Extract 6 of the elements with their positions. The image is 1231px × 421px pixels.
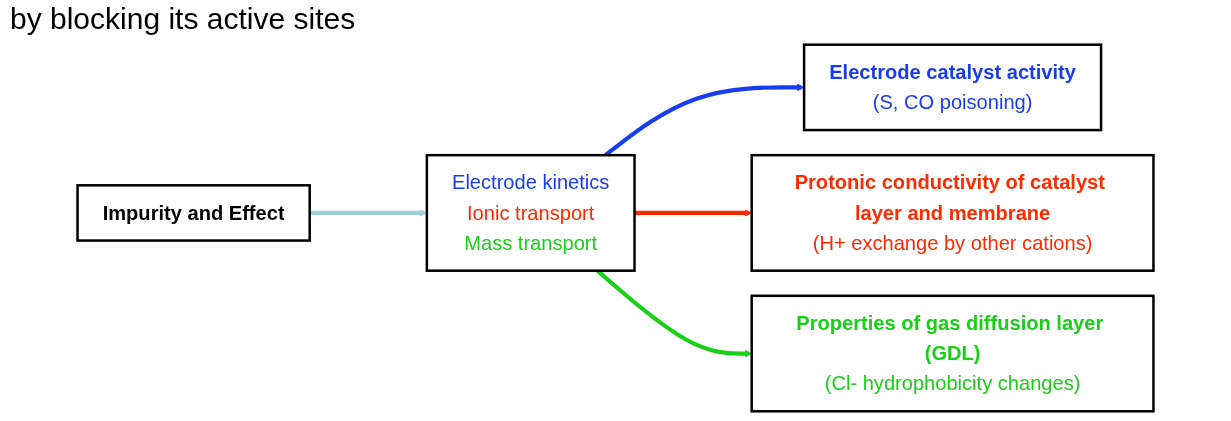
node-box: Impurity and Effect: [76, 184, 311, 242]
node-box: Properties of gas diffusion layer (GDL) (Cl- hydrophobicity changes): [750, 294, 1155, 413]
node-box: Electrode kinetics Ionic transport Mass transport: [425, 153, 636, 272]
note-text: by blocking its active sites: [10, 2, 356, 35]
node-box: Electrode catalyst activity (S, CO poisoning): [802, 43, 1103, 132]
node-box: Protonic conductivity of catalyst layer and membrane (H+ exchange by other cations): [750, 153, 1155, 272]
